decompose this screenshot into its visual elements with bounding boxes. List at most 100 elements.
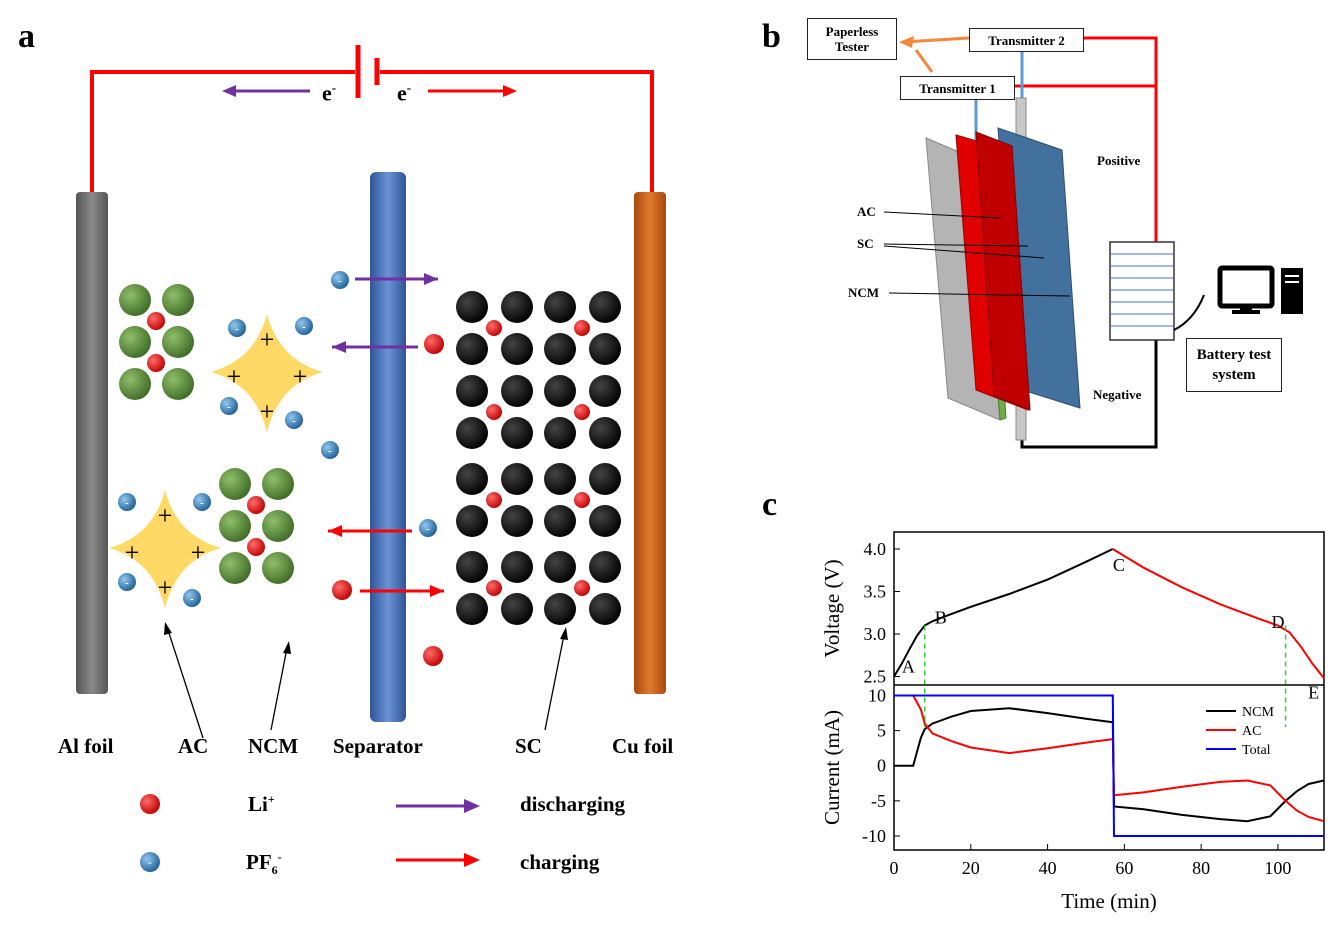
ncm-particle	[219, 552, 251, 584]
pf6-ion	[183, 589, 201, 607]
li-ion	[424, 334, 444, 354]
negative-label: Negative	[1093, 387, 1142, 402]
sc-particle	[544, 551, 576, 583]
time-tick-label: 20	[962, 858, 980, 878]
sc-particle	[589, 333, 621, 365]
positive-wire	[1084, 36, 1158, 242]
battery-schematic: ++++++++----------- -	[76, 45, 666, 872]
li-ion	[147, 354, 165, 372]
li-ion	[574, 492, 590, 508]
legend-charging-label: charging	[520, 850, 600, 874]
voltage-tick-label: 4.0	[864, 539, 887, 559]
ncm-particle	[119, 284, 151, 316]
ac-particle	[211, 314, 323, 432]
pf6-sign: -	[302, 321, 306, 333]
layer-label-ncm: NCM	[848, 285, 880, 300]
ncm-particle	[119, 368, 151, 400]
pf6-ion	[285, 411, 303, 429]
ncm-particle	[219, 510, 251, 542]
ncm-particle	[262, 552, 294, 584]
li-ion	[486, 580, 502, 596]
positive-label: Positive	[1097, 153, 1141, 168]
label-ncm: NCM	[248, 734, 299, 758]
sc-particle	[589, 505, 621, 537]
sc-particle	[544, 375, 576, 407]
li-ion	[574, 404, 590, 420]
current-tick-label: 5	[877, 721, 886, 741]
sc-particle	[501, 375, 533, 407]
plus-charge: +	[260, 397, 275, 426]
ncm-particle	[262, 468, 294, 500]
pf6-sign: -	[190, 593, 194, 605]
ion-arrow-discharge-head	[424, 273, 438, 285]
sc-particle	[501, 551, 533, 583]
voltage-series-line	[893, 548, 1114, 678]
ncm-particle	[262, 510, 294, 542]
panel-label-a: a	[18, 18, 35, 55]
time-tick-label: 80	[1192, 858, 1210, 878]
layer-label-ac: AC	[857, 204, 876, 219]
sc-particle	[589, 463, 621, 495]
time-tick-label: 100	[1264, 858, 1291, 878]
current-tick-label: -5	[871, 791, 886, 811]
pf6-sign: -	[200, 497, 204, 509]
ncm-particle	[119, 326, 151, 358]
li-ion	[332, 580, 352, 600]
legend-pf6-ion	[140, 852, 160, 872]
electron-label-left: e-	[322, 80, 337, 106]
circuit-wire	[90, 70, 654, 195]
point-label: C	[1113, 555, 1125, 575]
layer-label-sc: SC	[857, 236, 874, 251]
pf6-sign: -	[125, 577, 129, 589]
pf6-ion	[419, 519, 437, 537]
pf6-ion	[331, 271, 349, 289]
sc-particle	[456, 375, 488, 407]
ncm-particle	[162, 368, 194, 400]
sc-particle	[501, 593, 533, 625]
pf6-sign: -	[227, 401, 231, 413]
sc-particle	[544, 417, 576, 449]
time-tick-label: 40	[1039, 858, 1057, 878]
li-ion	[486, 492, 502, 508]
label-sc: SC	[515, 734, 542, 758]
panel-label-b: b	[762, 18, 781, 55]
pf6-sign: -	[292, 415, 296, 427]
plus-charge: +	[125, 538, 140, 567]
sc-particle	[456, 417, 488, 449]
label-cu-foil: Cu foil	[612, 734, 674, 758]
pf6-ion	[321, 441, 339, 459]
sc-particle	[501, 463, 533, 495]
svg-text:-: -	[148, 855, 152, 869]
ion-arrow-discharge-head	[332, 341, 346, 353]
sc-particle	[501, 417, 533, 449]
pf6-sign: -	[328, 445, 332, 457]
voltage-tick-label: 3.0	[864, 624, 887, 644]
li-ion	[147, 312, 165, 330]
li-ion	[486, 404, 502, 420]
li-ion	[247, 496, 265, 514]
label-separator: Separator	[333, 734, 423, 758]
ion-arrow-charge-head	[430, 585, 444, 597]
experimental-setup	[883, 36, 1303, 449]
time-tick-label: 0	[890, 858, 899, 878]
electron-label-right: e-	[397, 80, 412, 106]
chart-frame	[893, 531, 1325, 851]
ncm-particle	[162, 326, 194, 358]
plus-charge: +	[191, 538, 206, 567]
li-ion	[423, 646, 443, 666]
current-series-line	[894, 707, 1325, 823]
ncm-particle	[219, 468, 251, 500]
pf6-sign: -	[338, 275, 342, 287]
li-ion	[486, 320, 502, 336]
time-tick-label: 60	[1115, 858, 1133, 878]
li-ion	[574, 580, 590, 596]
plus-charge: +	[158, 573, 173, 602]
time-axis-label: Time (min)	[1061, 889, 1156, 913]
pf6-ion	[228, 319, 246, 337]
sc-particle	[544, 463, 576, 495]
legend-discharging-label: discharging	[520, 792, 626, 816]
sc-particle	[501, 291, 533, 323]
